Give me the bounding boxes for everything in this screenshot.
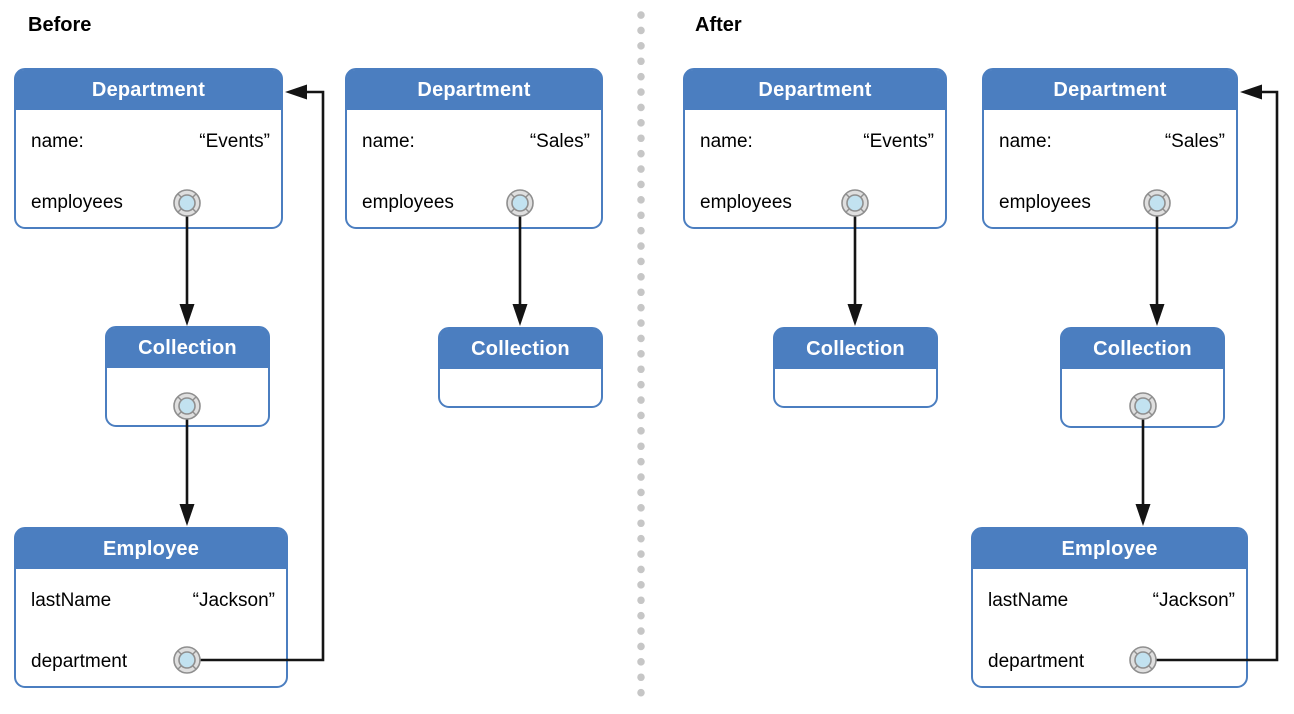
field-label: name: xyxy=(999,131,1052,152)
name-field-row: name: “Events” xyxy=(700,131,934,153)
after-department-sales-box: Department name: “Sales” employees xyxy=(982,68,1238,229)
before-department-sales-box: Department name: “Sales” employees xyxy=(345,68,603,229)
after-collection-events-box: Collection xyxy=(773,327,938,408)
relationship-row: employees xyxy=(31,192,270,214)
after-collection-sales-box: Collection xyxy=(1060,327,1225,428)
field-label: employees xyxy=(700,192,792,213)
field-label: lastName xyxy=(988,590,1069,611)
field-label: lastName xyxy=(31,590,112,611)
name-field-row: lastName “Jackson” xyxy=(988,590,1235,612)
field-label: name: xyxy=(362,131,415,152)
field-label: name: xyxy=(31,131,84,152)
field-value: “Jackson” xyxy=(192,590,275,611)
name-field-row: lastName “Jackson” xyxy=(31,590,275,612)
arrowhead-icon xyxy=(1149,304,1165,326)
field-value: “Events” xyxy=(199,131,270,152)
node-title: Collection xyxy=(775,329,936,369)
relationship-row: department xyxy=(988,651,1235,673)
node-title: Collection xyxy=(1062,329,1223,369)
field-label: department xyxy=(31,651,128,672)
field-label: name: xyxy=(700,131,753,152)
field-value: “Jackson” xyxy=(1152,590,1235,611)
field-value: “Sales” xyxy=(529,131,590,152)
field-label: employees xyxy=(31,192,123,213)
after-department-events-box: Department name: “Events” employees xyxy=(683,68,947,229)
node-title: Department xyxy=(16,70,281,110)
node-title: Department xyxy=(347,70,601,110)
relationship-row: employees xyxy=(999,192,1225,214)
before-department-events-box: Department name: “Events” employees xyxy=(14,68,283,229)
field-label: employees xyxy=(999,192,1091,213)
field-label: department xyxy=(988,651,1085,672)
arrowhead-icon xyxy=(1135,504,1151,526)
field-value: “Events” xyxy=(863,131,934,152)
before-collection-events-box: Collection xyxy=(105,326,270,427)
field-label: employees xyxy=(362,192,454,213)
arrowhead-icon xyxy=(179,304,195,326)
node-title: Department xyxy=(984,70,1236,110)
arrowhead-icon xyxy=(285,84,307,100)
relationship-row: employees xyxy=(362,192,590,214)
relationship-row: department xyxy=(31,651,275,673)
name-field-row: name: “Sales” xyxy=(999,131,1225,153)
before-collection-sales-box: Collection xyxy=(438,327,603,408)
node-title: Collection xyxy=(107,328,268,368)
arrowhead-icon xyxy=(179,504,195,526)
before-panel-label: Before xyxy=(28,14,92,36)
arrowhead-icon xyxy=(847,304,863,326)
node-title: Employee xyxy=(973,529,1246,569)
arrowhead-icon xyxy=(1240,84,1262,100)
field-value: “Sales” xyxy=(1164,131,1225,152)
after-employee-box: Employee lastName “Jackson” department xyxy=(971,527,1248,688)
name-field-row: name: “Sales” xyxy=(362,131,590,153)
node-title: Collection xyxy=(440,329,601,369)
node-title: Employee xyxy=(16,529,286,569)
before-employee-box: Employee lastName “Jackson” department xyxy=(14,527,288,688)
arrowhead-icon xyxy=(512,304,528,326)
name-field-row: name: “Events” xyxy=(31,131,270,153)
relationship-row: employees xyxy=(700,192,934,214)
node-title: Department xyxy=(685,70,945,110)
after-panel-label: After xyxy=(695,14,742,36)
